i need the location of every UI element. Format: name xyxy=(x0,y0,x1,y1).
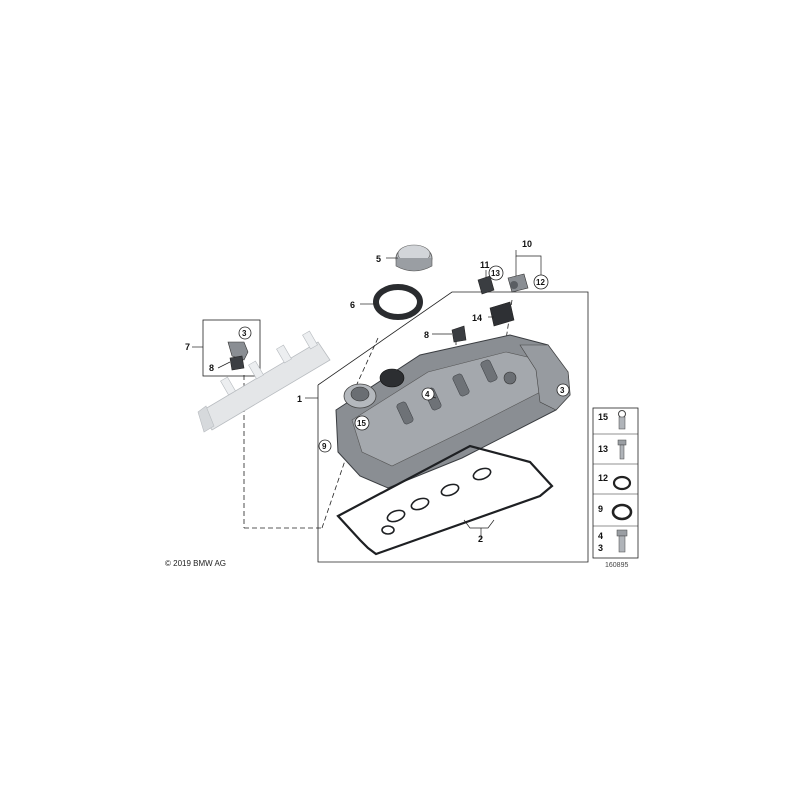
legend-12: 12 xyxy=(598,473,608,483)
callout-14: 14 xyxy=(472,313,482,323)
circled-callout-labels: 3 4 15 9 3 12 13 xyxy=(242,269,565,451)
callout-1: 1 xyxy=(297,394,302,404)
leader-lines xyxy=(192,250,542,540)
bracket-group-box xyxy=(202,319,261,377)
fuel-rail xyxy=(197,330,331,433)
cover-gasket xyxy=(336,444,554,556)
legend-9: 9 xyxy=(598,504,603,514)
callout-3-cover: 3 xyxy=(560,386,565,395)
oil-filler-cap xyxy=(395,244,433,272)
callout-9: 9 xyxy=(322,442,327,451)
legend-15: 15 xyxy=(598,412,608,422)
legend-4: 4 xyxy=(598,531,603,541)
retaining-clip xyxy=(451,325,467,343)
cylinder-head-cover xyxy=(335,334,571,489)
copyright-notice: © 2019 BMW AG xyxy=(165,559,226,568)
callout-11: 11 xyxy=(480,260,490,270)
callout-12: 12 xyxy=(536,278,545,287)
callout-2: 2 xyxy=(478,534,483,544)
legend-13: 13 xyxy=(598,444,608,454)
rail-bracket xyxy=(227,341,249,371)
callout-7: 7 xyxy=(185,342,190,352)
callout-13: 13 xyxy=(491,269,500,278)
circled-callouts xyxy=(238,265,570,453)
sensor-group xyxy=(477,273,529,295)
callout-8-left: 8 xyxy=(209,363,214,373)
callout-6: 6 xyxy=(350,300,355,310)
callout-10: 10 xyxy=(522,239,532,249)
legend-3: 3 xyxy=(598,543,603,553)
seal-ring xyxy=(373,284,423,320)
legend-parts xyxy=(611,410,633,553)
callout-15: 15 xyxy=(357,419,366,428)
legend-numbers: 15 13 12 9 4 3 xyxy=(598,412,608,553)
callouts: 5 6 7 8 8 1 14 11 10 2 xyxy=(185,239,532,544)
document-number: 160895 xyxy=(605,562,628,569)
callout-5: 5 xyxy=(376,254,381,264)
callout-3-bracket: 3 xyxy=(242,329,247,338)
legend-panel xyxy=(592,407,639,559)
callout-8-mid: 8 xyxy=(424,330,429,340)
sensor-clip xyxy=(489,301,515,327)
callout-4: 4 xyxy=(425,390,430,399)
assembly-frame xyxy=(317,291,589,563)
